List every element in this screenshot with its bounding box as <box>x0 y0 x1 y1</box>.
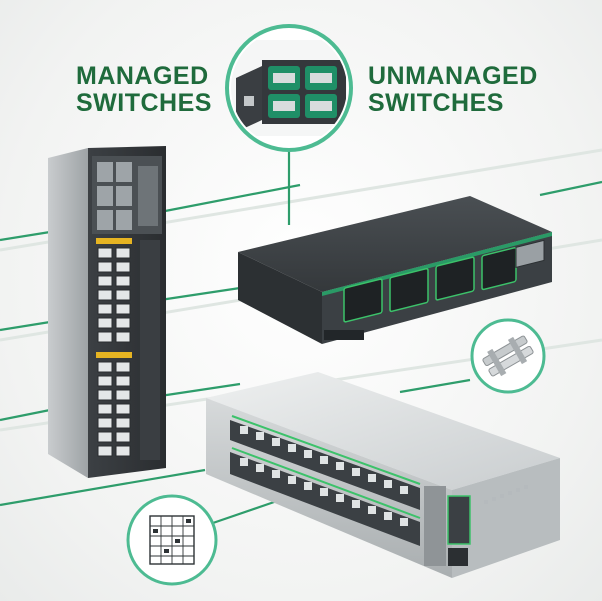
sfp-module-icon <box>225 24 353 152</box>
connector-clip-icon <box>470 318 546 394</box>
unmanaged-heading-line2: SWITCHES <box>368 89 504 117</box>
managed-switch-tower <box>48 146 166 478</box>
patch-panel-diagram-icon <box>126 494 218 586</box>
managed-rack-switch <box>206 372 560 578</box>
unmanaged-switch <box>238 196 552 344</box>
managed-switches-heading: MANAGED SWITCHES <box>76 63 212 117</box>
connector-lines <box>0 150 602 526</box>
unmanaged-heading-line1: UNMANAGED <box>368 62 538 90</box>
unmanaged-switches-heading: UNMANAGED SWITCHES <box>368 63 538 117</box>
managed-heading-line2: SWITCHES <box>76 89 212 117</box>
managed-heading-line1: MANAGED <box>76 62 209 90</box>
